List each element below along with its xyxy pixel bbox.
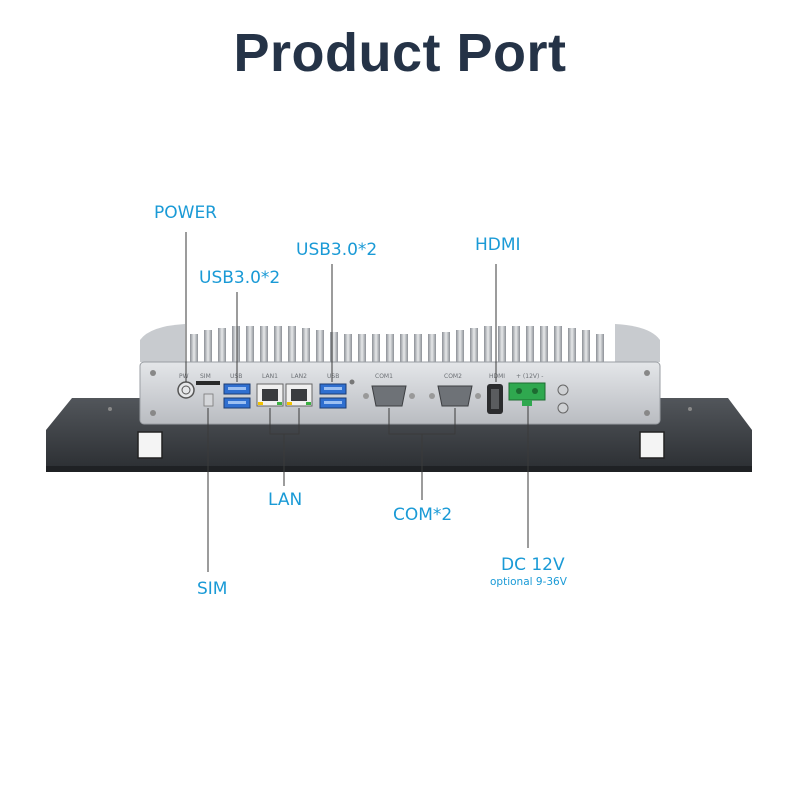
- silkscreen-usb1: USB: [230, 373, 242, 380]
- callout-sim: SIM: [197, 579, 228, 599]
- silkscreen-com2: COM2: [444, 373, 462, 380]
- callout-power: POWER: [154, 203, 217, 223]
- usb-port-pair-right: [319, 383, 347, 409]
- dc-power-terminal: [508, 382, 546, 406]
- silkscreen-dc: + (12V) -: [516, 373, 543, 380]
- callout-lan: LAN: [268, 490, 303, 510]
- callout-dc-note: optional 9-36V: [490, 576, 567, 588]
- callout-usb-left: USB3.0*2: [199, 268, 281, 288]
- callout-dc: DC 12V: [501, 555, 565, 575]
- silkscreen-com1: COM1: [375, 373, 393, 380]
- callout-usb-right: USB3.0*2: [296, 240, 378, 260]
- lan-port-1: [256, 383, 284, 407]
- ground-screw: [557, 384, 569, 414]
- silkscreen-lan1: LAN1: [262, 373, 278, 380]
- silkscreen-lan2: LAN2: [291, 373, 307, 380]
- silkscreen-pw: PW: [179, 373, 189, 380]
- sim-slot: [196, 381, 220, 385]
- hdmi-port: [487, 384, 503, 414]
- silkscreen-usb2: USB: [327, 373, 339, 380]
- silkscreen-hdmi: HDMI: [489, 373, 505, 380]
- lan-port-2: [285, 383, 313, 407]
- power-button: [177, 381, 195, 399]
- heatsink-fins: [140, 324, 660, 364]
- com-port-2: [429, 385, 481, 407]
- usb-port-pair-left: [223, 383, 251, 409]
- sim-card-icon: [203, 393, 214, 407]
- page-title: Product Port: [233, 23, 567, 83]
- com-port-1: [363, 385, 415, 407]
- callout-leader-lines: [185, 232, 529, 572]
- io-panel: PW SIM USB LAN1 LAN2 USB COM1 COM2 HDMI …: [139, 361, 661, 425]
- silkscreen-sim: SIM: [200, 373, 211, 380]
- callout-com: COM*2: [393, 505, 453, 525]
- callout-hdmi: HDMI: [475, 235, 521, 255]
